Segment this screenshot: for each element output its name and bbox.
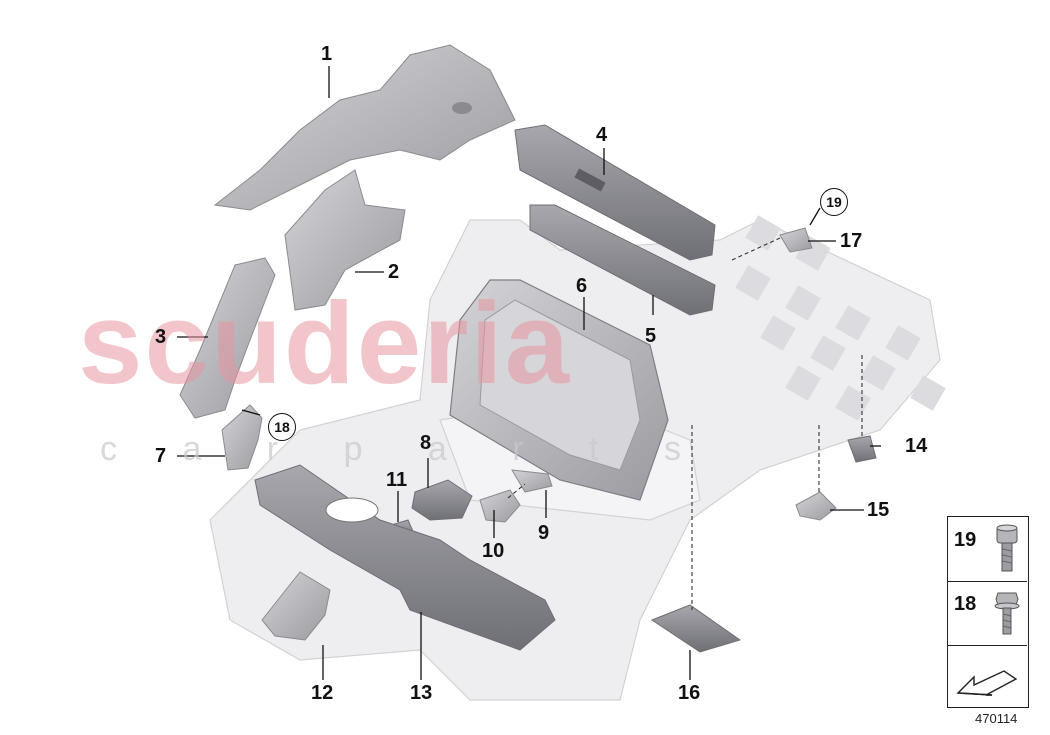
fastener-legend: 19 18 [947, 516, 1029, 708]
callout-14: 14 [905, 435, 928, 457]
socket-head-bolt-icon [996, 524, 1018, 572]
callout-8: 8 [420, 432, 432, 454]
callout-1: 1 [321, 43, 333, 65]
callout-11: 11 [386, 469, 408, 491]
callout-16: 16 [678, 682, 701, 704]
drawing-number: 470114 [975, 711, 1018, 726]
part-14-clip [847, 435, 877, 463]
callout-13: 13 [410, 682, 433, 704]
callout-10: 10 [482, 540, 505, 562]
callout-12: 12 [311, 682, 334, 704]
callout-15: 15 [867, 499, 890, 521]
part-5-lower-cross-member [529, 204, 716, 316]
legend-cell-direction [948, 645, 1027, 707]
leader-lines [177, 66, 881, 680]
part-13-hole [325, 497, 379, 523]
part-7-small-bracket [221, 404, 263, 471]
part-4-upper-cross-member [514, 124, 716, 261]
callout-9: 9 [538, 522, 550, 544]
callout-4: 4 [596, 124, 608, 146]
callout-2: 2 [388, 261, 400, 283]
legend-cell-19: 19 [948, 517, 1027, 582]
part-2-bracket [284, 169, 406, 311]
circled-ref-18: 18 [268, 413, 296, 441]
legend-cell-18: 18 [948, 581, 1027, 646]
legend-number-19: 19 [954, 529, 977, 551]
circled-ref-19: 19 [820, 188, 848, 216]
part-12-bracket [261, 571, 331, 641]
part-3-pillar [179, 257, 276, 419]
hex-flange-bolt-icon [994, 592, 1020, 635]
part-1-hole [452, 102, 472, 114]
assembly-dashed-lines [507, 237, 863, 610]
direction-arrow-icon [956, 670, 1018, 696]
callout-17: 17 [840, 230, 863, 252]
part-16-plate [650, 604, 742, 653]
part-15-bracket [795, 491, 837, 521]
part-10-bracket [479, 489, 521, 523]
callout-3: 3 [155, 326, 167, 348]
part-17-bracket [779, 227, 813, 253]
part-9-bracket [511, 469, 553, 493]
part-8-reinforcement [411, 479, 473, 521]
legend-number-18: 18 [954, 593, 977, 615]
part-1-wheel-arch [213, 44, 516, 211]
callout-5: 5 [645, 325, 657, 347]
part-4-slot [574, 168, 606, 192]
part-6-panel-opening [479, 299, 641, 471]
callout-6: 6 [576, 275, 588, 297]
callout-7: 7 [155, 445, 167, 467]
